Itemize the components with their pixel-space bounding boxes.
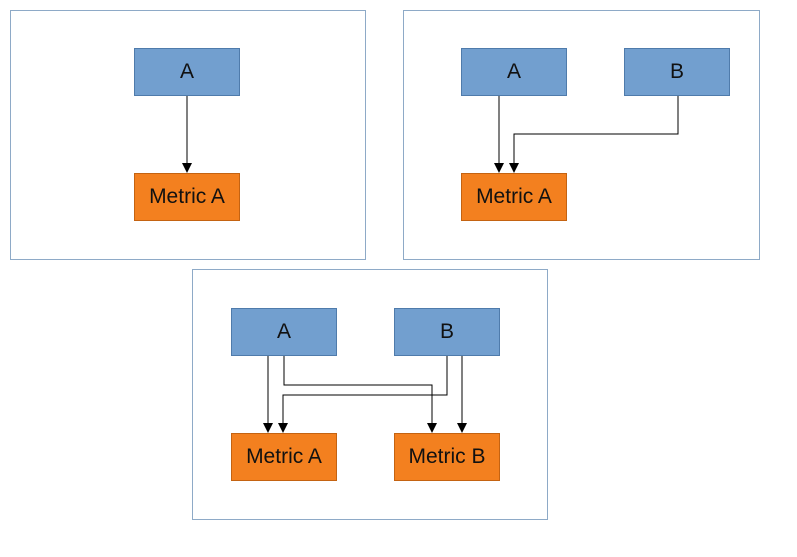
metric-node-a: Metric A bbox=[461, 173, 567, 221]
source-node-a: A bbox=[461, 48, 567, 96]
connector-a-to-metric-b bbox=[283, 356, 437, 433]
source-node-b: B bbox=[624, 48, 730, 96]
source-node-a: A bbox=[231, 308, 337, 356]
source-node-a: A bbox=[134, 48, 240, 96]
source-node-b: B bbox=[394, 308, 500, 356]
metric-node-a: Metric A bbox=[134, 173, 240, 221]
connector-b-to-metric-a bbox=[278, 356, 448, 433]
metric-node-b: Metric B bbox=[394, 433, 500, 481]
metric-node-a: Metric A bbox=[231, 433, 337, 481]
connector-b-to-metric-a bbox=[509, 96, 679, 173]
